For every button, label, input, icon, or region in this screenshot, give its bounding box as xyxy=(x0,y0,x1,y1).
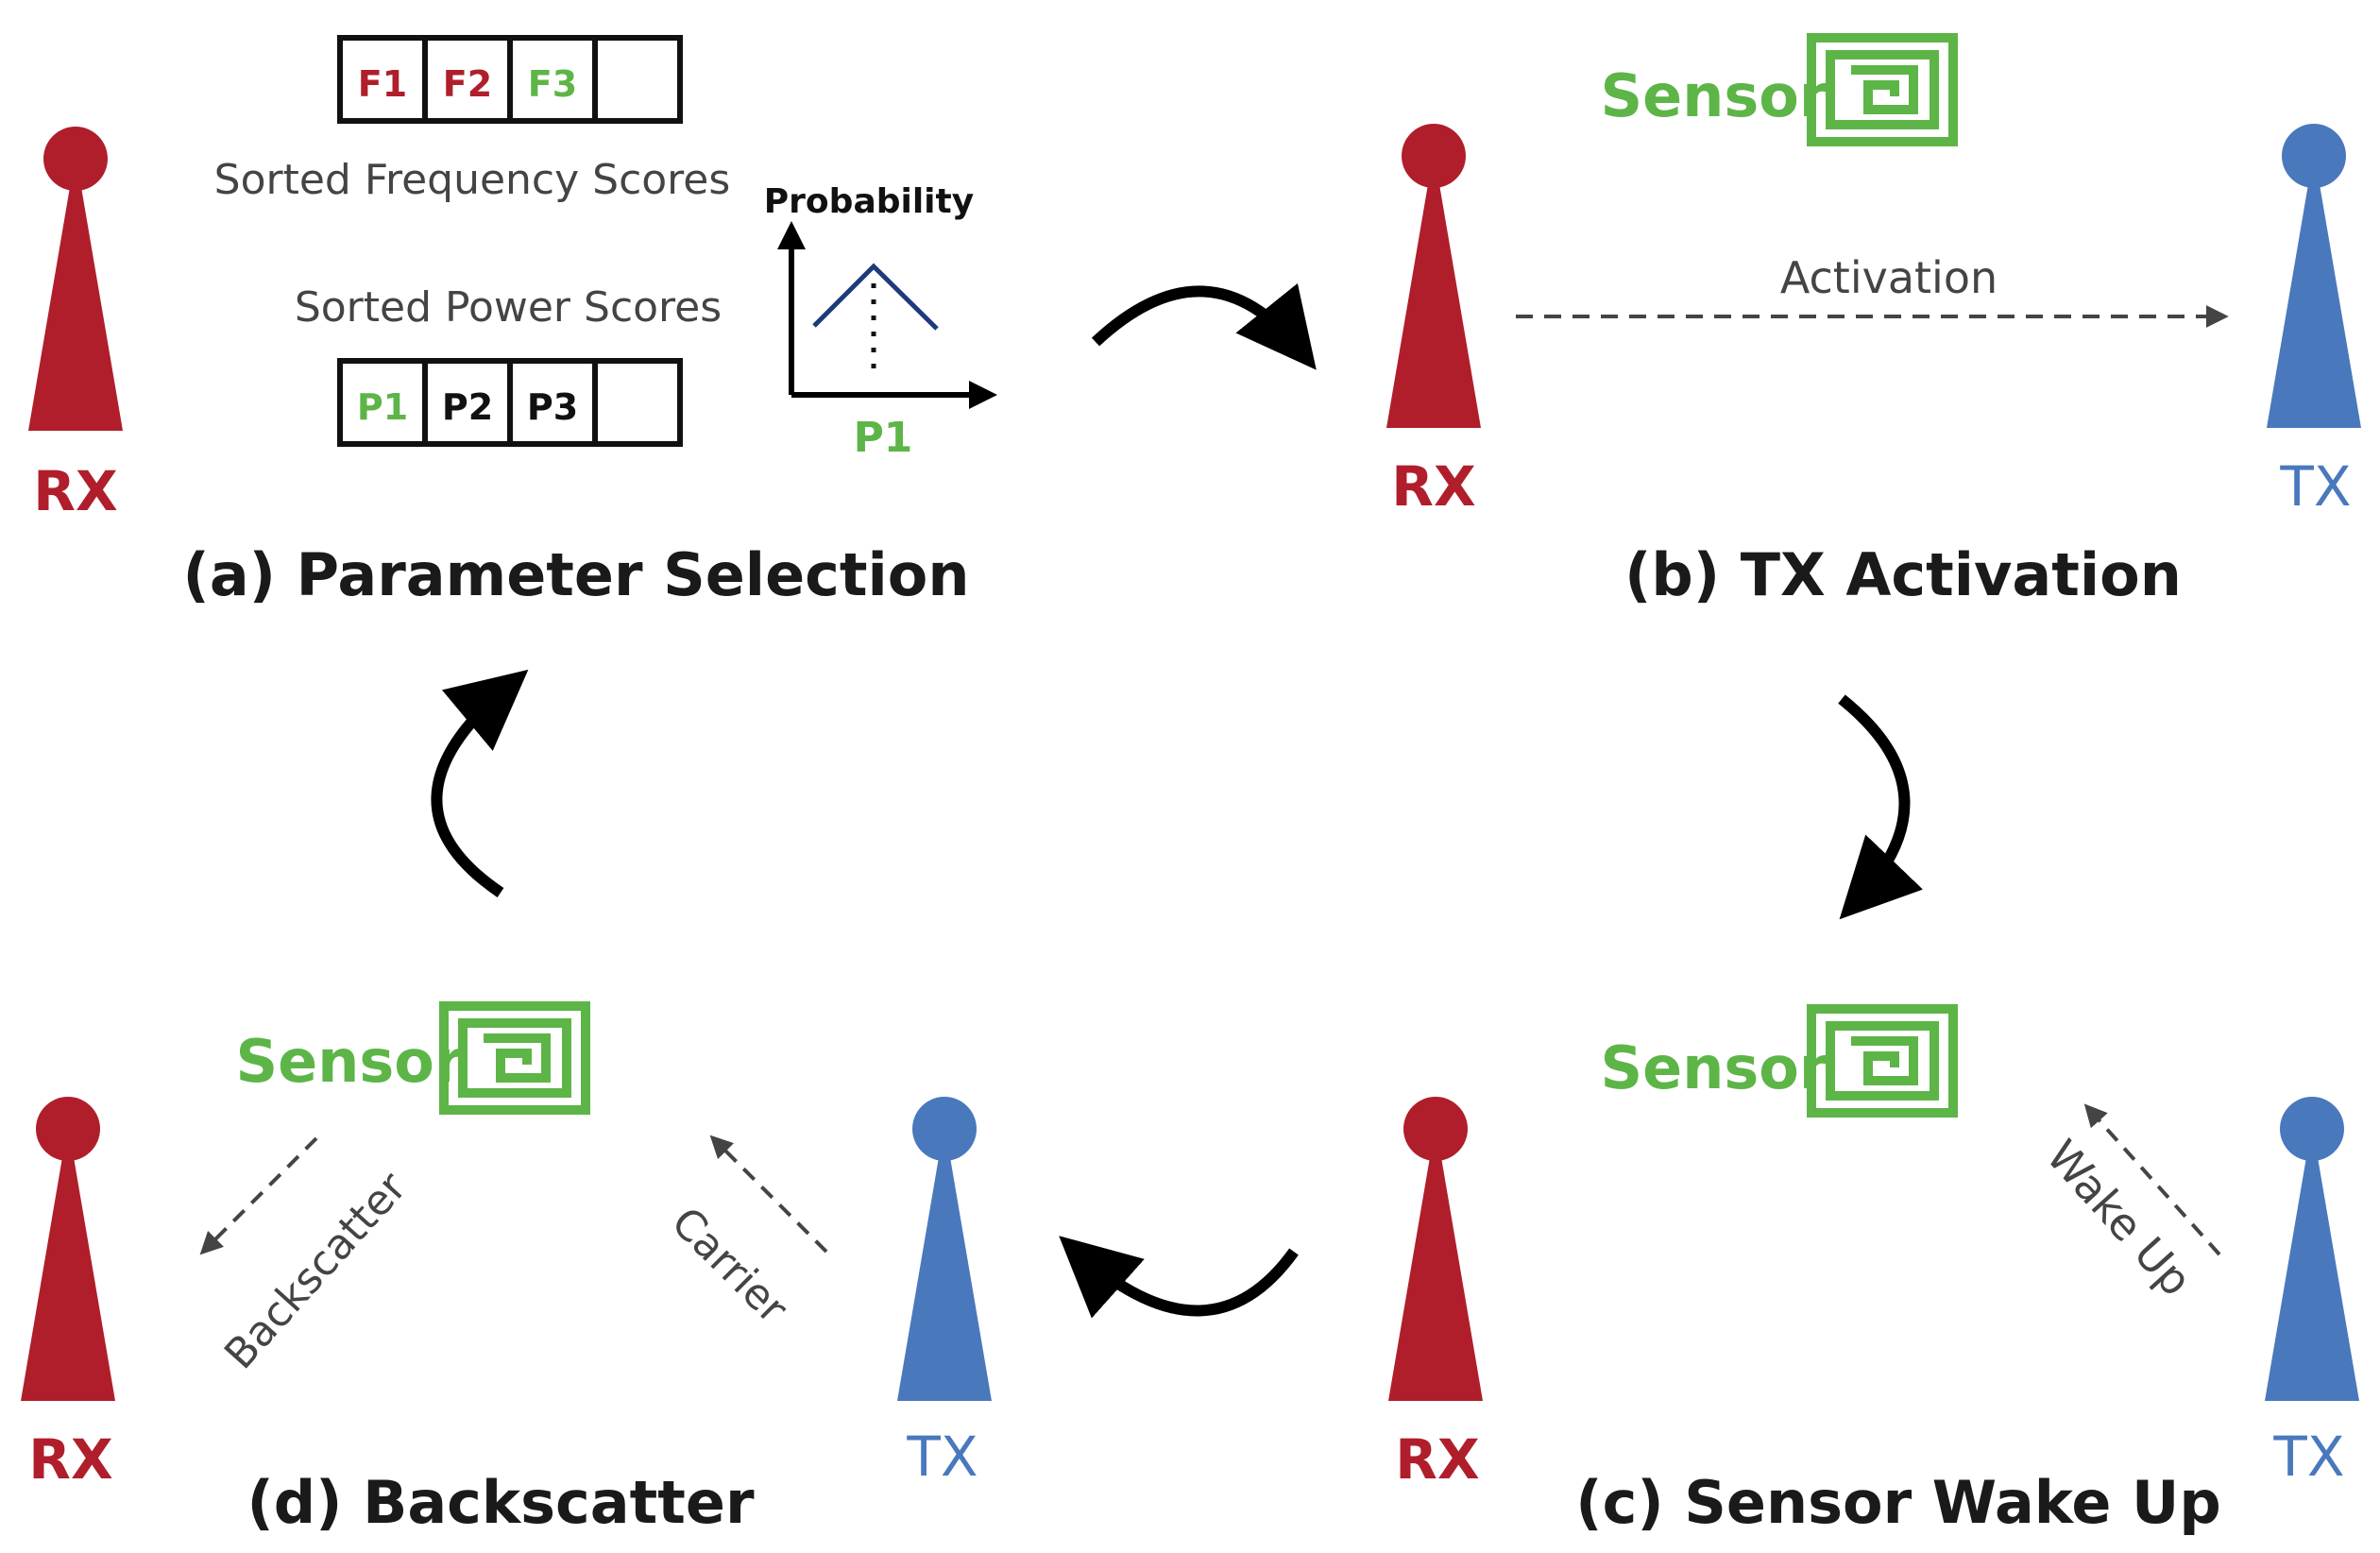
antenna-icon xyxy=(2267,124,2361,428)
caption-a: (a) Parameter Selection xyxy=(182,540,969,609)
tx-label-c: TX xyxy=(2272,1425,2344,1489)
sensor-b: Sensor xyxy=(1601,38,1953,142)
antenna-icon xyxy=(897,1097,992,1401)
rx-antenna-a: RX xyxy=(28,127,123,523)
rx-antenna-b: RX xyxy=(1386,124,1481,519)
tx-label-d: TX xyxy=(906,1425,978,1489)
cycle-arrows xyxy=(431,282,1923,1319)
freq-cell-2: F2 xyxy=(443,63,492,105)
freq-cell-1: F1 xyxy=(358,63,407,105)
rx-label-a: RX xyxy=(33,459,117,523)
rx-label-d: RX xyxy=(28,1427,112,1492)
plot-xlabel: P1 xyxy=(854,414,913,462)
antenna-icon xyxy=(1386,124,1481,428)
rfid-tag-icon xyxy=(444,1006,586,1110)
caption-c: (c) Sensor Wake Up xyxy=(1575,1468,2220,1537)
panel-d: Sensor RX Backscatter Carrier TX (d) Bac… xyxy=(21,1006,992,1537)
wake-up-arrow: Wake Up xyxy=(2036,1103,2221,1306)
sensor-label-d: Sensor xyxy=(236,1027,464,1096)
tx-label-b: TX xyxy=(2279,454,2351,519)
backscatter-arrow: Backscatter xyxy=(199,1136,416,1378)
rx-label-c: RX xyxy=(1395,1427,1479,1492)
panel-b: Sensor RX Activation TX (b) TX Activatio… xyxy=(1386,38,2361,609)
rfid-tag-icon xyxy=(1811,38,1953,142)
power-cell-1: P1 xyxy=(357,386,408,428)
antenna-icon xyxy=(2265,1097,2359,1401)
freq-table-title: Sorted Frequency Scores xyxy=(214,156,731,204)
activation-label: Activation xyxy=(1780,252,1998,303)
tx-antenna-c: TX xyxy=(2265,1097,2359,1489)
sensor-d: Sensor xyxy=(236,1006,586,1110)
rx-antenna-c: RX xyxy=(1388,1097,1483,1492)
backscatter-label: Backscatter xyxy=(215,1163,416,1378)
power-cell-3: P3 xyxy=(527,386,578,428)
panel-c: Sensor RX Wake Up TX (c) Sensor Wake Up xyxy=(1388,1009,2359,1537)
caption-d: (d) Backscatter xyxy=(246,1468,755,1537)
power-score-table: P1 P2 P3 xyxy=(337,358,683,447)
rx-antenna-d: RX xyxy=(21,1097,115,1492)
rx-label-b: RX xyxy=(1391,454,1475,519)
cycle-arrow-d-to-a xyxy=(431,669,529,897)
rfid-tag-icon xyxy=(1811,1009,1953,1113)
tx-antenna-b: TX xyxy=(2267,124,2361,519)
probability-plot: Probability P1 xyxy=(764,182,997,462)
sensor-label-c: Sensor xyxy=(1601,1033,1828,1102)
power-cell-2: P2 xyxy=(442,386,493,428)
carrier-arrow: Carrier xyxy=(662,1135,828,1334)
plot-curve xyxy=(812,263,939,331)
freq-cell-3: F3 xyxy=(528,63,577,105)
sensor-c: Sensor xyxy=(1601,1009,1953,1113)
cycle-arrow-b-to-c xyxy=(1838,694,1923,920)
antenna-icon xyxy=(1388,1097,1483,1401)
power-table-title: Sorted Power Scores xyxy=(295,283,722,332)
wake-up-label: Wake Up xyxy=(2036,1130,2202,1306)
panel-a: RX F1 F2 F3 Sorted Frequency Scores Sort… xyxy=(28,35,997,609)
activation-arrow: Activation xyxy=(1516,252,2229,328)
frequency-score-table: F1 F2 F3 xyxy=(337,35,683,124)
antenna-icon xyxy=(28,127,123,431)
tx-antenna-d: TX xyxy=(897,1097,992,1489)
antenna-icon xyxy=(21,1097,115,1401)
cycle-arrow-c-to-d xyxy=(1059,1236,1299,1319)
carrier-label: Carrier xyxy=(662,1199,797,1334)
sensor-label-b: Sensor xyxy=(1601,61,1828,130)
caption-b: (b) TX Activation xyxy=(1624,540,2182,609)
plot-ylabel: Probability xyxy=(764,182,974,221)
cycle-arrow-a-to-b xyxy=(1091,282,1317,370)
